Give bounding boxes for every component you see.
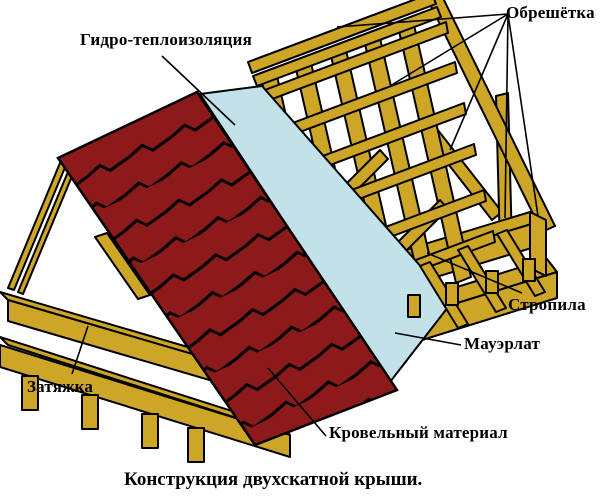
gable-strut <box>94 232 151 300</box>
leader-obreshetka <box>504 13 509 219</box>
rafter-tail <box>419 261 469 329</box>
rafter-tail <box>457 245 507 313</box>
label-krovelny: Кровельный материал <box>329 423 508 442</box>
label-mauerlat: Мауэрлат <box>464 334 541 353</box>
leader-mauerlat <box>394 332 462 346</box>
timber-frame-front <box>247 0 546 329</box>
eave-post <box>522 258 536 282</box>
post <box>21 375 39 411</box>
leader-stropila <box>426 252 523 294</box>
post <box>81 394 99 430</box>
eave-post <box>407 294 421 318</box>
shingle-pattern <box>58 92 397 445</box>
far-gable-rafter <box>427 0 556 233</box>
ridge-board <box>247 0 437 74</box>
roofing-material <box>56 90 399 447</box>
label-gidro: Гидро-теплоизоляция <box>80 30 253 49</box>
post <box>187 427 205 463</box>
ridge-board <box>252 6 442 87</box>
leader-zatyazhka <box>71 325 89 375</box>
leader-gidro <box>161 55 236 126</box>
leader-obreshetka <box>336 13 509 28</box>
eave-post <box>485 270 499 294</box>
post <box>141 413 159 449</box>
gable-rafter-board <box>7 162 67 291</box>
leader-obreshetka <box>507 13 539 217</box>
gable-rafter-board <box>17 166 76 295</box>
label-zatyazhka: Затяжка <box>27 377 94 396</box>
label-obreshetka: Обрешётка <box>506 3 595 22</box>
label-stropila: Стропила <box>508 295 586 314</box>
eave-post <box>445 282 459 306</box>
leader-krovelny <box>267 367 327 437</box>
leader-obreshetka <box>449 13 509 151</box>
leader-obreshetka <box>389 13 509 87</box>
diagram-caption: Конструкция двухскатной крыши. <box>124 469 423 490</box>
leader-lines <box>71 13 539 437</box>
